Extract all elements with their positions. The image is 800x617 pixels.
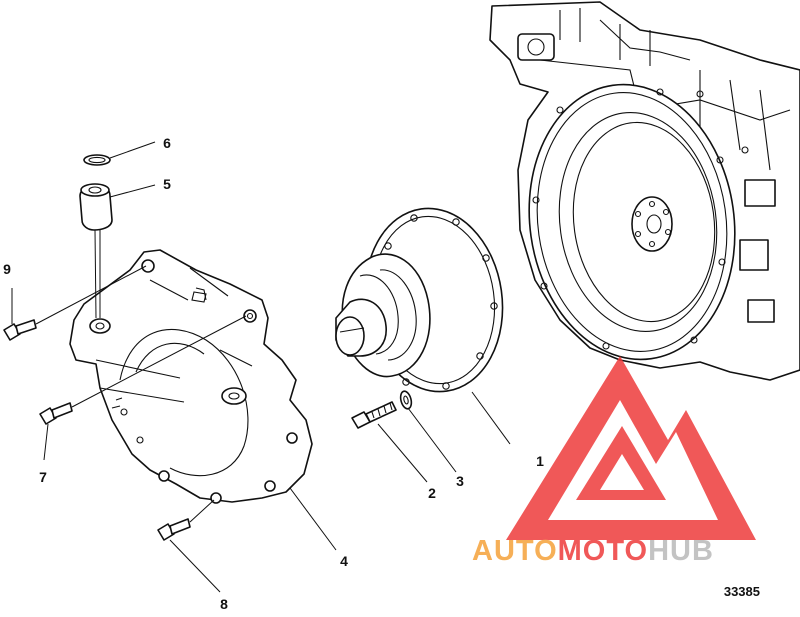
watermark-auto: AUTO xyxy=(472,535,558,567)
callout-5: 5 xyxy=(163,176,171,192)
bolt-part-8 xyxy=(157,499,215,541)
callout-labels: 1 2 3 4 5 6 7 8 9 xyxy=(3,135,544,612)
screw-part-2 xyxy=(351,401,397,429)
callout-3: 3 xyxy=(456,473,464,489)
callout-8: 8 xyxy=(220,596,228,612)
callout-7: 7 xyxy=(39,469,47,485)
svg-text:AUTOMOTOHUB: AUTOMOTOHUB xyxy=(472,535,714,567)
flywheel xyxy=(528,83,736,361)
leader-lines xyxy=(11,141,511,593)
drive-plate-coupler xyxy=(335,207,504,393)
callout-2: 2 xyxy=(428,485,436,501)
bolt-part-7 xyxy=(39,315,247,425)
washer-part-3 xyxy=(399,390,413,410)
callout-4: 4 xyxy=(340,553,348,569)
o-ring-part-6 xyxy=(83,154,111,166)
watermark-hub: HUB xyxy=(648,535,714,567)
watermark-moto: MOTO xyxy=(558,535,648,567)
bolt-part-9 xyxy=(3,265,147,341)
mount-bushing-part-5 xyxy=(79,183,113,319)
automotohub-watermark: AUTOMOTOHUB xyxy=(472,356,756,567)
flywheel-housing xyxy=(69,249,313,504)
callout-1: 1 xyxy=(536,453,544,469)
figure-number: 33385 xyxy=(724,584,760,599)
callout-6: 6 xyxy=(163,135,171,151)
callout-9: 9 xyxy=(3,261,11,277)
